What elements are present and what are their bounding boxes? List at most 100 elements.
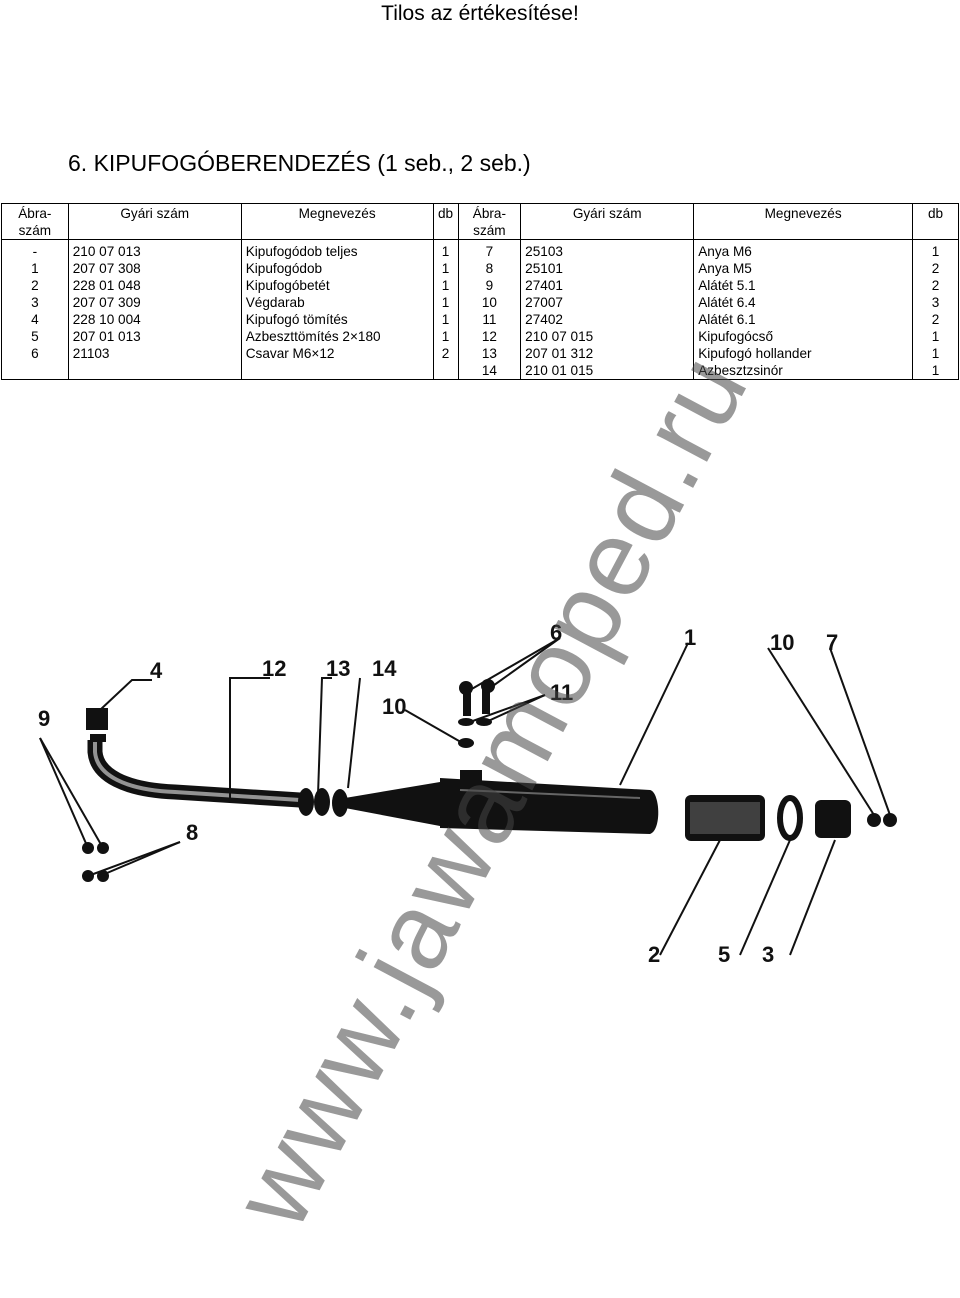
cell-gyari-right: 207 01 312	[520, 345, 695, 362]
exhaust-pipe-shape	[87, 740, 301, 808]
cell-db-left: 1	[432, 260, 459, 277]
cell-db-right: 1	[912, 328, 959, 345]
cell-abra-left: 5	[1, 328, 69, 345]
callout-label: 3	[762, 942, 774, 967]
cell-gyari-right: 25101	[520, 260, 695, 277]
cell-megnevezes-left: Kipufogóbetét	[240, 277, 434, 294]
cell-gyari-right: 27007	[520, 294, 695, 311]
cell-db-left: 1	[432, 328, 459, 345]
cell-abra-left: 2	[1, 277, 69, 294]
cell-abra-left: 1	[1, 260, 69, 277]
cell-gyari-left: 210 07 013	[67, 239, 242, 260]
cell-abra-left: 6	[1, 345, 69, 362]
cell-db-right: 3	[912, 294, 959, 311]
cell-megnevezes-left: Kipufogó tömítés	[240, 311, 434, 328]
cell-megnevezes-right: Kipufogó hollander	[693, 345, 914, 362]
cell-db-left: 1	[432, 239, 459, 260]
cell-megnevezes-left	[240, 362, 434, 380]
header-abra-right: Ábra- szám	[457, 203, 522, 240]
callout-label: 12	[262, 656, 286, 681]
callout-label: 10	[382, 694, 406, 719]
cell-db-left: 2	[432, 345, 459, 362]
cell-gyari-right: 27401	[520, 277, 695, 294]
cell-abra-right: 11	[457, 311, 522, 328]
cell-gyari-right: 210 07 015	[520, 328, 695, 345]
exhaust-exploded-diagram: 4 12 13 14 9 8 6 10 11 1 10 7 2 5 3	[38, 620, 897, 967]
cell-db-right: 2	[912, 311, 959, 328]
callout-label: 2	[648, 942, 660, 967]
callout-label: 11	[550, 680, 573, 705]
sealing-ring-shape	[298, 788, 314, 816]
muffler-body-shape	[440, 778, 659, 834]
header-megnevezes-right: Megnevezés	[693, 203, 914, 240]
cell-abra-right: 8	[457, 260, 522, 277]
cell-abra-right: 9	[457, 277, 522, 294]
header-gyari-right: Gyári szám	[520, 203, 695, 240]
cell-db-left: 1	[432, 277, 459, 294]
cell-megnevezes-left: Azbeszttömítés 2×180	[240, 328, 434, 345]
callout-label: 13	[326, 656, 350, 681]
cell-db-left: 1	[432, 311, 459, 328]
cell-gyari-left: 207 07 308	[67, 260, 242, 277]
cell-megnevezes-left: Kipufogódob teljes	[240, 239, 434, 260]
cell-abra-left	[1, 362, 69, 380]
cell-megnevezes-right: Kipufogócső	[693, 328, 914, 345]
cell-abra-left: 3	[1, 294, 69, 311]
cell-abra-left: -	[1, 239, 69, 260]
end-piece-shape	[815, 800, 851, 838]
cell-abra-right: 14	[457, 362, 522, 380]
cell-gyari-left: 207 01 013	[67, 328, 242, 345]
cell-megnevezes-right: Alátét 6.4	[693, 294, 914, 311]
callout-label: 8	[186, 820, 198, 845]
cell-abra-right: 7	[457, 239, 522, 260]
asbestos-seal-shape	[777, 795, 803, 841]
cell-abra-right: 13	[457, 345, 522, 362]
section-title: 6. KIPUFOGÓBERENDEZÉS (1 seb., 2 seb.)	[68, 150, 531, 176]
cell-db-left: 1	[432, 294, 459, 311]
cell-db-right: 2	[912, 260, 959, 277]
header-megnevezes-left: Megnevezés	[240, 203, 434, 240]
cell-db-left	[432, 362, 459, 380]
cell-abra-left: 4	[1, 311, 69, 328]
callout-label: 1	[684, 625, 696, 650]
cell-db-right: 1	[912, 362, 959, 380]
cell-gyari-right: 27402	[520, 311, 695, 328]
cell-megnevezes-left: Csavar M6×12	[240, 345, 434, 362]
cell-gyari-left	[67, 362, 242, 380]
cell-megnevezes-right: Azbesztzsinór	[693, 362, 914, 380]
cell-gyari-right: 210 01 015	[520, 362, 695, 380]
muffler-cone-shape	[345, 782, 440, 826]
cell-gyari-left: 21103	[67, 345, 242, 362]
header-abra-left: Ábra- szám	[1, 203, 69, 240]
callout-label: 10	[770, 630, 794, 655]
callout-label: 5	[718, 942, 730, 967]
header-gyari-left: Gyári szám	[67, 203, 242, 240]
muffler-insert-shape	[685, 795, 765, 841]
cell-gyari-left: 228 10 004	[67, 311, 242, 328]
cell-abra-right: 10	[457, 294, 522, 311]
parts-table: Ábra- szám Gyári szám Megnevezés db Ábra…	[1, 203, 959, 380]
callout-label: 6	[550, 620, 562, 645]
callout-label: 4	[150, 658, 163, 683]
notice-text: Tilos az értékesítése!	[381, 2, 579, 25]
table-header-row: Ábra- szám Gyári szám Megnevezés db Ábra…	[1, 203, 959, 240]
cell-megnevezes-right: Anya M5	[693, 260, 914, 277]
cell-megnevezes-right: Anya M6	[693, 239, 914, 260]
cell-gyari-right: 25103	[520, 239, 695, 260]
callout-label: 14	[372, 656, 397, 681]
cell-megnevezes-right: Alátét 6.1	[693, 311, 914, 328]
header-db-right: db	[912, 203, 959, 240]
cell-db-right: 1	[912, 345, 959, 362]
cell-megnevezes-right: Alátét 5.1	[693, 277, 914, 294]
cell-megnevezes-left: Végdarab	[240, 294, 434, 311]
cell-gyari-left: 228 01 048	[67, 277, 242, 294]
cell-gyari-left: 207 07 309	[67, 294, 242, 311]
flange-shape	[86, 708, 108, 730]
callout-label: 7	[826, 630, 838, 655]
